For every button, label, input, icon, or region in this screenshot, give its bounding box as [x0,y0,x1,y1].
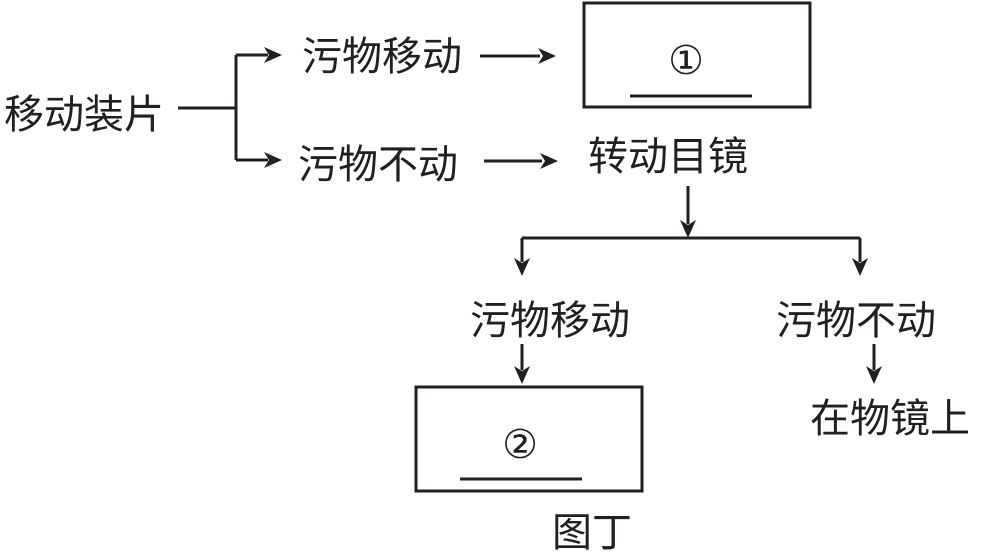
sub-right-down-head [866,366,882,384]
answer-box-1 [582,1,812,109]
sub-left-down-head [514,366,530,384]
split-right-head [852,258,868,276]
branch-top-label: 污物移动 [302,34,462,80]
rotate-eyepiece-label: 转动目镜 [588,134,748,180]
on-objective-label: 在物镜上 [810,396,970,442]
figure-caption: 图丁 [552,510,632,556]
blank-marker-2: ② [502,422,538,468]
root-label: 移动装片 [4,92,164,138]
sub-right-label: 污物不动 [776,298,936,344]
top-branch-arrowhead [264,47,282,63]
sub-left-label: 污物移动 [470,298,630,344]
split-left-head [514,258,530,276]
branch-bottom-label: 污物不动 [298,142,458,188]
arrow-to-box1-head [538,48,556,64]
arrow-to-eyepiece-head [540,153,558,169]
answer-box-2 [414,385,644,493]
eyepiece-down-head [680,220,696,238]
blank-marker-1: ① [668,38,704,84]
bottom-branch-arrowhead [264,152,282,168]
